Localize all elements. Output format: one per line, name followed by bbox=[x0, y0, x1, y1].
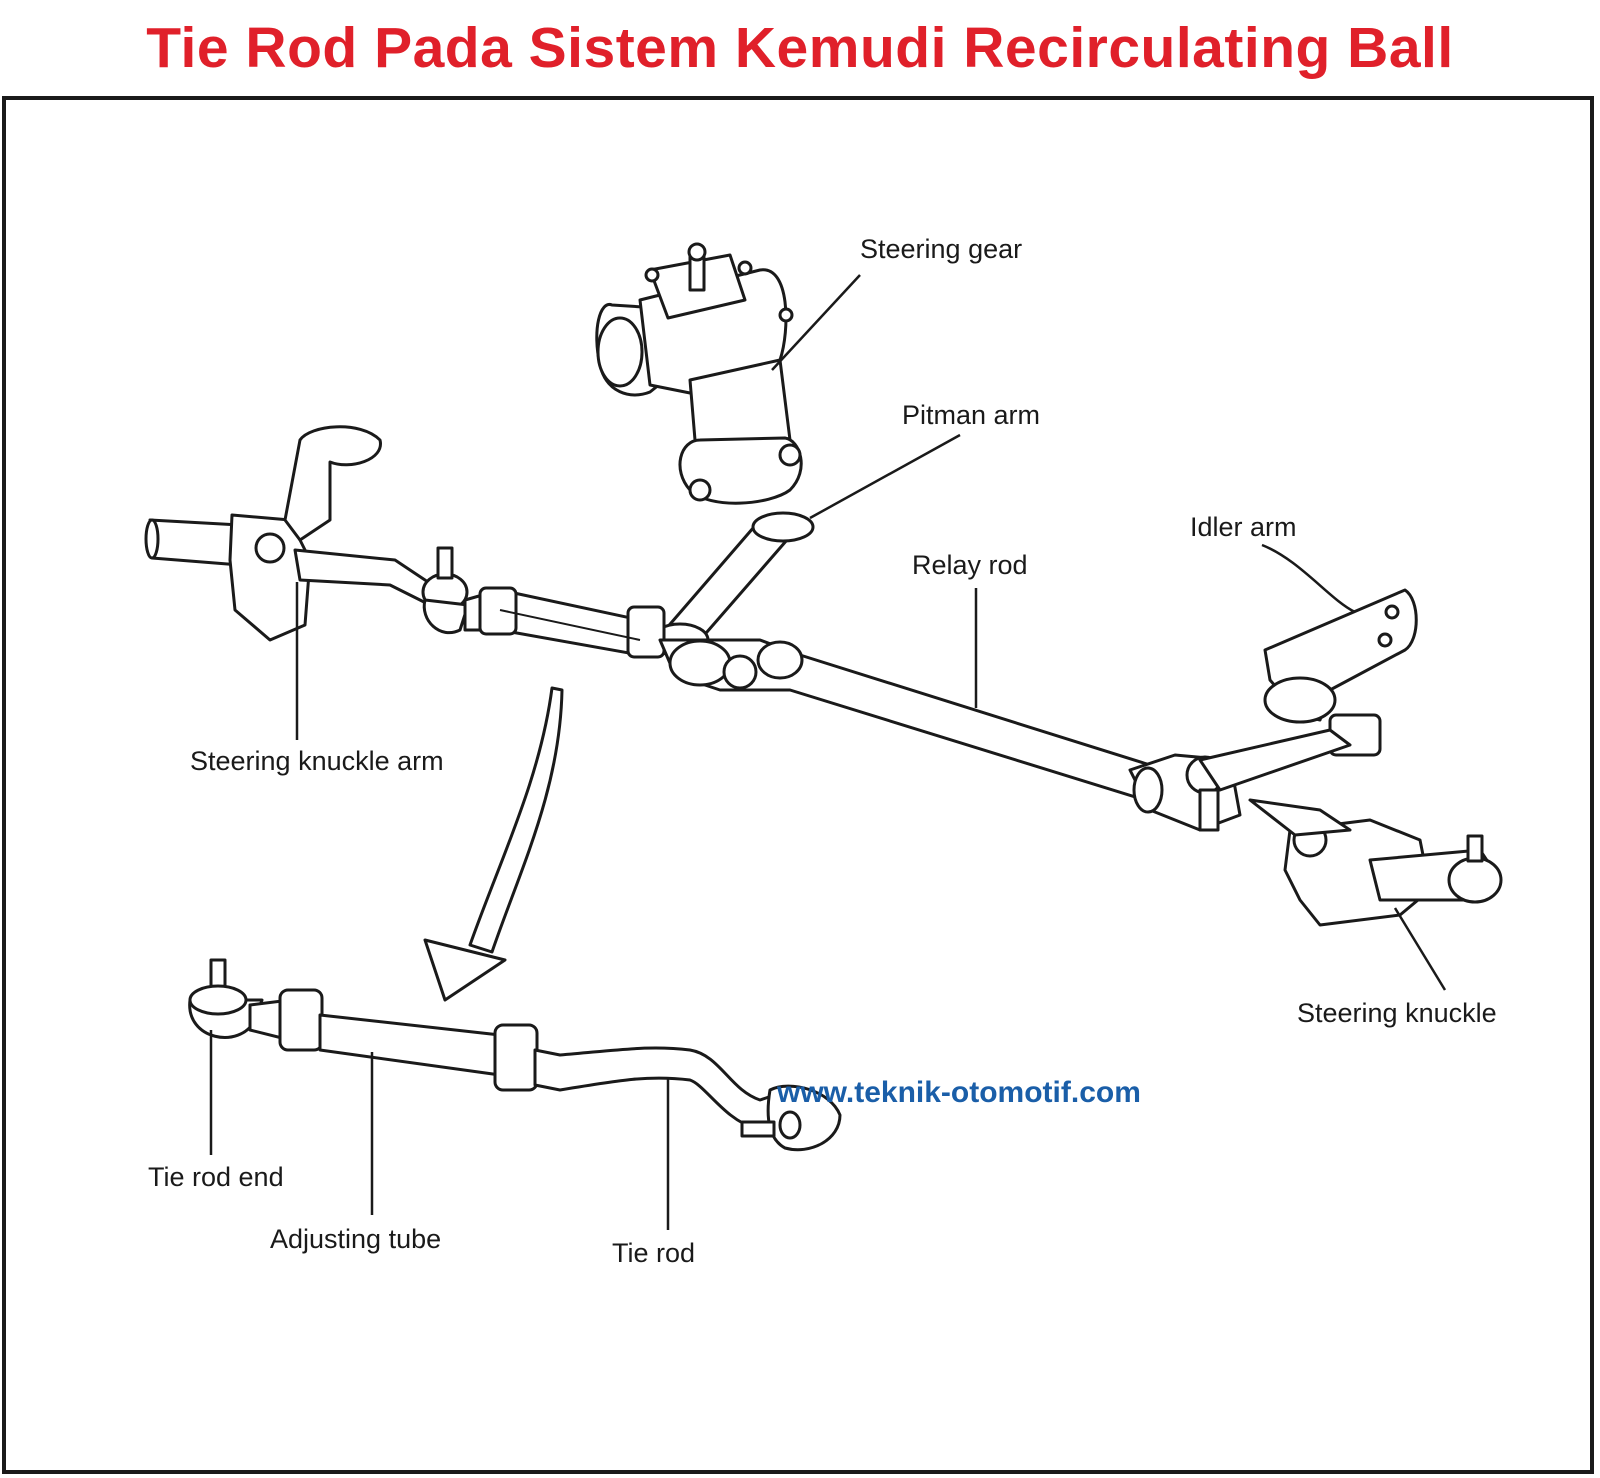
steering-gear-illustration bbox=[595, 242, 803, 505]
diagram-frame bbox=[2, 96, 1594, 1474]
left-steering-knuckle-illustration bbox=[144, 425, 470, 642]
pitman-arm-illustration bbox=[650, 511, 815, 658]
label-pitman-arm: Pitman arm bbox=[902, 400, 1040, 430]
upper-tie-rod-illustration bbox=[463, 586, 666, 659]
label-steering-knuckle: Steering knuckle bbox=[1297, 998, 1497, 1028]
label-adjusting-tube: Adjusting tube bbox=[270, 1224, 441, 1254]
relay-rod-illustration bbox=[658, 638, 1242, 832]
label-tie-rod: Tie rod bbox=[612, 1238, 695, 1268]
watermark-url: www.teknik-otomotif.com bbox=[776, 1076, 1141, 1109]
right-steering-knuckle-illustration bbox=[1248, 798, 1503, 927]
label-steering-gear: Steering gear bbox=[860, 234, 1022, 264]
leader-lines bbox=[209, 274, 1447, 1230]
curved-arrow bbox=[423, 686, 564, 1002]
label-tie-rod-end: Tie rod end bbox=[148, 1162, 284, 1192]
page-title: Tie Rod Pada Sistem Kemudi Recirculating… bbox=[146, 16, 1454, 80]
label-idler-arm: Idler arm bbox=[1190, 512, 1297, 542]
label-steering-knuckle-arm: Steering knuckle arm bbox=[190, 746, 444, 776]
idler-arm-illustration bbox=[1198, 588, 1418, 792]
label-relay-rod: Relay rod bbox=[912, 550, 1028, 580]
exploded-tie-rod-illustration bbox=[188, 958, 842, 1152]
